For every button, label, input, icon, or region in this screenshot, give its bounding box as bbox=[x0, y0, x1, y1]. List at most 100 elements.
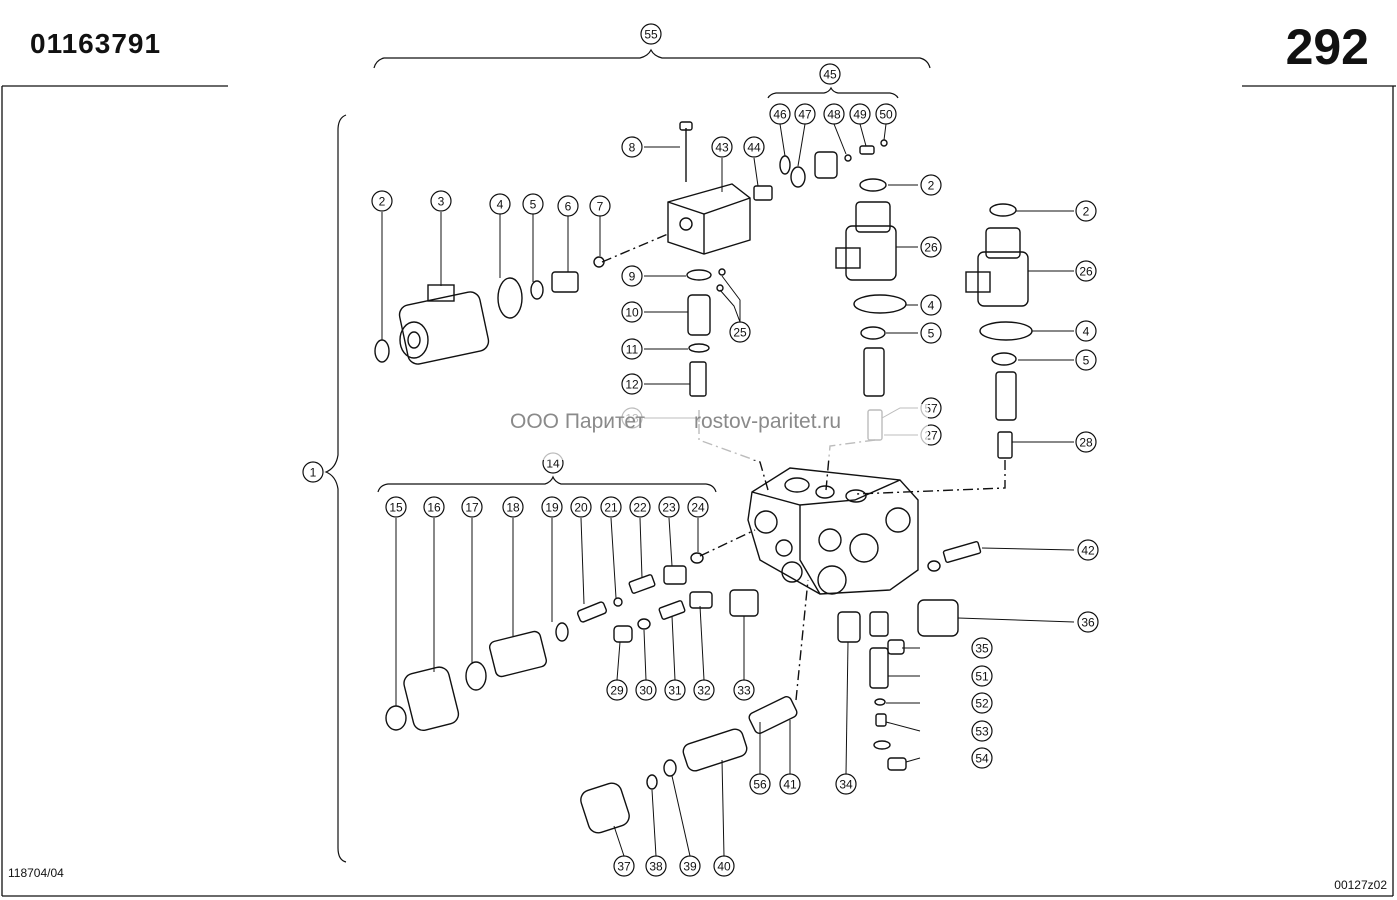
solenoid-coil-left bbox=[374, 256, 605, 365]
callout-19: 19 bbox=[541, 496, 563, 518]
callout-48: 48 bbox=[823, 103, 845, 125]
callout-label: 10 bbox=[625, 306, 639, 320]
callout-36: 36 bbox=[1077, 611, 1099, 633]
callout-5: 5 bbox=[522, 193, 544, 215]
drawing-code: 00127z02 bbox=[1334, 878, 1387, 892]
callout-16: 16 bbox=[423, 496, 445, 518]
callout-29: 29 bbox=[606, 679, 628, 701]
callout-label: 26 bbox=[924, 241, 938, 255]
callout-label: 17 bbox=[465, 501, 479, 515]
callout-label: 15 bbox=[389, 501, 403, 515]
callout-53: 53 bbox=[971, 720, 993, 742]
callout-41: 41 bbox=[779, 773, 801, 795]
callout-label: 41 bbox=[783, 778, 797, 792]
callout-label: 42 bbox=[1081, 544, 1095, 558]
callout-5: 5 bbox=[920, 322, 942, 344]
callout-3: 3 bbox=[430, 190, 452, 212]
callout-label: 2 bbox=[928, 179, 935, 193]
callout-12: 12 bbox=[621, 373, 643, 395]
callout-6: 6 bbox=[557, 195, 579, 217]
callout-label: 53 bbox=[975, 725, 989, 739]
callout-label: 33 bbox=[737, 684, 751, 698]
part-drawings bbox=[374, 121, 1033, 834]
callout-label: 3 bbox=[438, 195, 445, 209]
callout-5: 5 bbox=[1075, 349, 1097, 371]
callout-28: 28 bbox=[1075, 431, 1097, 453]
callout-label: 54 bbox=[975, 752, 989, 766]
callout-49: 49 bbox=[849, 103, 871, 125]
watermark-company: ООО Паритет bbox=[510, 410, 646, 433]
callout-37: 37 bbox=[613, 855, 635, 877]
callout-label: 23 bbox=[662, 501, 676, 515]
callout-40: 40 bbox=[713, 855, 735, 877]
callout-4: 4 bbox=[920, 294, 942, 316]
callout-2: 2 bbox=[371, 190, 393, 212]
callout-label: 25 bbox=[733, 326, 747, 340]
callout-label: 47 bbox=[798, 108, 812, 122]
callout-50: 50 bbox=[875, 103, 897, 125]
callout-56: 56 bbox=[749, 773, 771, 795]
document-code: 118704/04 bbox=[8, 866, 64, 880]
callout-26: 26 bbox=[1075, 260, 1097, 282]
callout-15: 15 bbox=[385, 496, 407, 518]
callout-label: 18 bbox=[506, 501, 520, 515]
callout-8: 8 bbox=[621, 136, 643, 158]
callout-label: 6 bbox=[565, 200, 572, 214]
callout-17: 17 bbox=[461, 496, 483, 518]
callout-label: 32 bbox=[697, 684, 711, 698]
callout-label: 39 bbox=[683, 860, 697, 874]
callout-label: 46 bbox=[773, 108, 787, 122]
callout-label: 52 bbox=[975, 697, 989, 711]
callout-4: 4 bbox=[1075, 320, 1097, 342]
callout-label: 8 bbox=[629, 141, 636, 155]
callout-34: 34 bbox=[835, 773, 857, 795]
callout-label: 5 bbox=[530, 198, 537, 212]
group-brackets bbox=[324, 48, 931, 863]
callout-label: 5 bbox=[1083, 354, 1090, 368]
callout-label: 1 bbox=[310, 466, 317, 480]
callout-label: 4 bbox=[928, 299, 935, 313]
callout-label: 50 bbox=[879, 108, 893, 122]
callout-label: 36 bbox=[1081, 616, 1095, 630]
callout-2: 2 bbox=[920, 174, 942, 196]
callout-21: 21 bbox=[600, 496, 622, 518]
lower-valve-parts bbox=[580, 579, 809, 834]
sheet-frame bbox=[1, 85, 1396, 897]
callout-label: 29 bbox=[610, 684, 624, 698]
callout-20: 20 bbox=[570, 496, 592, 518]
callout-4: 4 bbox=[489, 193, 511, 215]
callout-55: 55 bbox=[640, 23, 662, 45]
callout-9: 9 bbox=[621, 265, 643, 287]
manifold-body bbox=[747, 467, 919, 595]
callout-label: 4 bbox=[497, 198, 504, 212]
callout-label: 19 bbox=[545, 501, 559, 515]
seals-upper bbox=[779, 139, 888, 188]
callout-44: 44 bbox=[743, 136, 765, 158]
leader-lines bbox=[381, 123, 1075, 857]
callout-10: 10 bbox=[621, 301, 643, 323]
valve-block bbox=[601, 121, 773, 263]
callout-label: 5 bbox=[928, 327, 935, 341]
callout-38: 38 bbox=[645, 855, 667, 877]
callout-label: 34 bbox=[839, 778, 853, 792]
watermark-site: rostov-paritet.ru bbox=[694, 410, 842, 433]
fittings bbox=[729, 541, 982, 771]
callout-35: 35 bbox=[971, 637, 993, 659]
callout-18: 18 bbox=[502, 496, 524, 518]
callout-39: 39 bbox=[679, 855, 701, 877]
callout-label: 55 bbox=[644, 28, 658, 42]
callout-label: 12 bbox=[625, 378, 639, 392]
callout-47: 47 bbox=[794, 103, 816, 125]
callout-26: 26 bbox=[920, 236, 942, 258]
callout-1: 1 bbox=[302, 461, 324, 483]
callout-label: 26 bbox=[1079, 265, 1093, 279]
solenoid-coil-right bbox=[855, 203, 1033, 495]
callout-label: 40 bbox=[717, 860, 731, 874]
callout-label: 21 bbox=[604, 501, 618, 515]
callout-label: 51 bbox=[975, 670, 989, 684]
callout-label: 49 bbox=[853, 108, 867, 122]
callout-7: 7 bbox=[589, 195, 611, 217]
callout-label: 9 bbox=[629, 270, 636, 284]
